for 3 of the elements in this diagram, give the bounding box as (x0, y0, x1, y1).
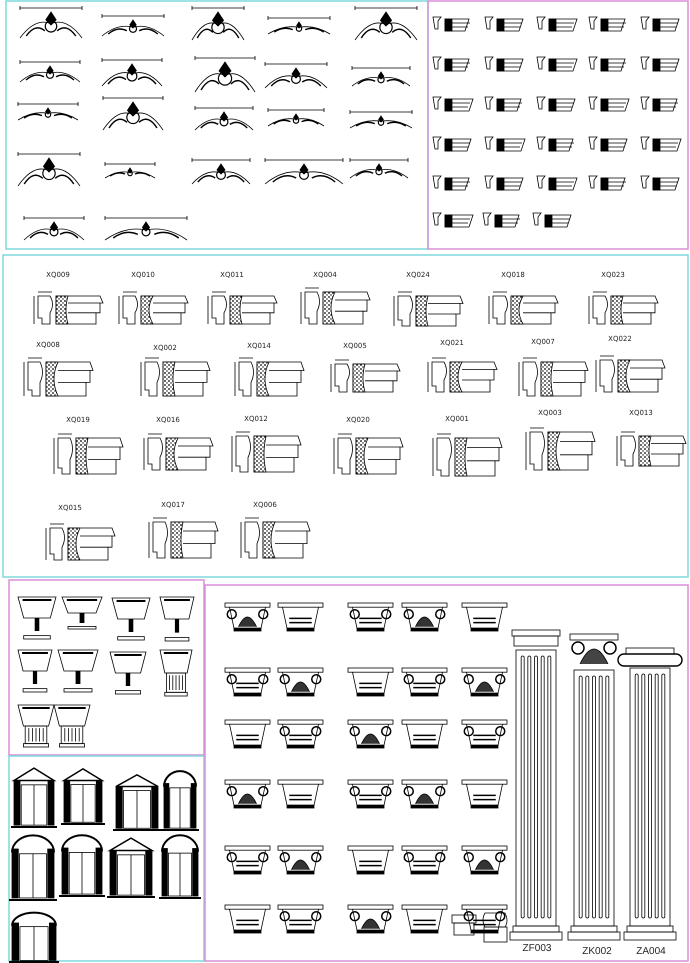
column-code: ZA004 (636, 947, 666, 957)
column-code: ZK002 (582, 947, 612, 957)
column-code: ZF003 (522, 944, 552, 954)
